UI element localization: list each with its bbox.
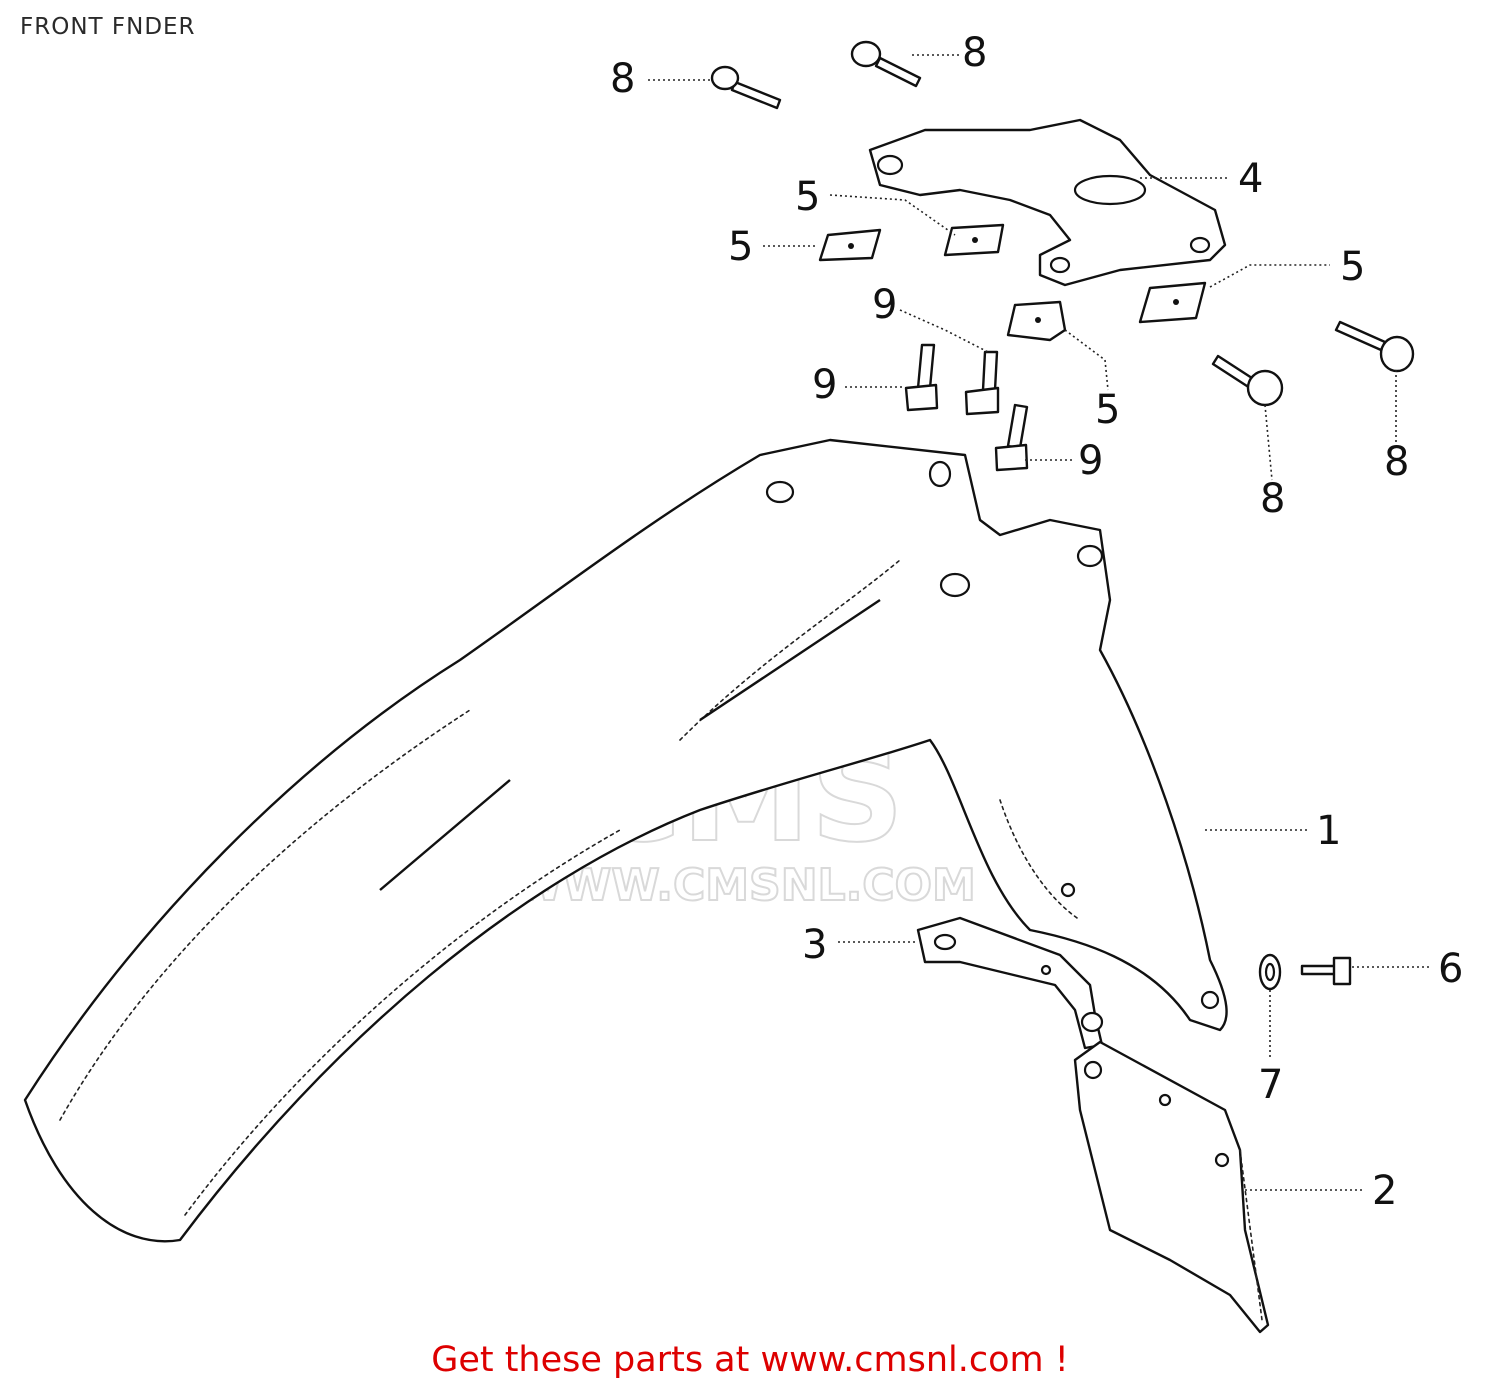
rubber-pad-3 bbox=[1138, 281, 1207, 324]
washer-7 bbox=[1258, 953, 1282, 991]
rubber-pad-1 bbox=[818, 228, 882, 262]
rubber-pad-2 bbox=[943, 223, 1005, 257]
callout-6: 6 bbox=[1438, 946, 1463, 992]
bolt-8-top bbox=[850, 40, 922, 88]
callout-8: 8 bbox=[962, 30, 987, 76]
fender-mount-hole bbox=[1060, 882, 1076, 898]
callout-8: 8 bbox=[610, 56, 635, 102]
bolt-8-mid bbox=[1211, 354, 1284, 407]
fender-bracket bbox=[868, 118, 1227, 287]
callout-9: 9 bbox=[872, 282, 897, 328]
mud-guard bbox=[1073, 1040, 1270, 1334]
fender-mount-hole bbox=[1076, 544, 1104, 568]
bolt-8-left bbox=[710, 65, 782, 110]
fender-mount-hole bbox=[928, 460, 952, 488]
fender-mount-hole bbox=[939, 572, 971, 598]
watermark-url-text: WWW.CMSNL.COM bbox=[514, 860, 976, 911]
callout-3: 3 bbox=[802, 922, 827, 968]
bolt-9-a bbox=[904, 343, 939, 412]
callout-labels: 8 8 4 5 5 5 5 9 9 9 8 8 1 3 6 7 2 bbox=[610, 30, 1463, 1214]
bolt-9-b bbox=[964, 350, 1000, 416]
screw-6 bbox=[1300, 956, 1352, 986]
callout-8: 8 bbox=[1384, 439, 1409, 485]
callout-5: 5 bbox=[1340, 244, 1365, 290]
bolt-8-right bbox=[1334, 320, 1415, 373]
callout-8: 8 bbox=[1260, 476, 1285, 522]
callout-9: 9 bbox=[812, 362, 837, 408]
front-fender bbox=[23, 438, 1228, 1243]
callout-4: 4 bbox=[1238, 156, 1263, 202]
fender-mount-hole bbox=[1200, 990, 1220, 1010]
callout-7: 7 bbox=[1258, 1062, 1283, 1108]
callout-5: 5 bbox=[1095, 387, 1120, 433]
leader-lines bbox=[648, 54, 1430, 1191]
fender-mount-hole bbox=[765, 480, 795, 504]
callout-2: 2 bbox=[1372, 1168, 1397, 1214]
get-parts-link[interactable]: Get these parts at www.cmsnl.com ! bbox=[431, 1340, 1069, 1380]
callout-5: 5 bbox=[728, 224, 753, 270]
callout-1: 1 bbox=[1316, 808, 1341, 854]
callout-5: 5 bbox=[795, 174, 820, 220]
diagram-title: FRONT FNDER bbox=[20, 14, 196, 40]
rubber-pad-4 bbox=[1006, 300, 1067, 342]
bolt-9-c bbox=[994, 403, 1029, 472]
callout-9: 9 bbox=[1078, 438, 1103, 484]
